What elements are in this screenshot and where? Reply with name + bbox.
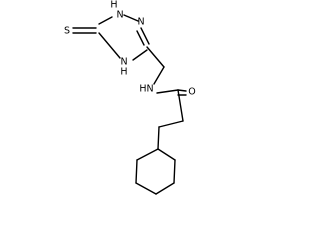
bond-n2-c3-double bbox=[136, 30, 145, 46]
atom-sulfur: S bbox=[64, 26, 70, 37]
molecule-structure: S H N N N H H N O bbox=[62, 0, 196, 195]
atom-oxygen: O bbox=[188, 87, 195, 98]
bond-c-o bbox=[177, 89, 187, 92]
atom-amide-hydrogen: H bbox=[139, 84, 146, 95]
atom-nitrogen-n1: N bbox=[116, 10, 123, 21]
atom-labels: S H N N N H H N O bbox=[62, 0, 196, 98]
bond-ch2-nh bbox=[153, 66, 165, 85]
bond-c3-n4 bbox=[132, 49, 148, 61]
atom-nitrogen-n2: N bbox=[137, 17, 144, 28]
bond-calpha-cbeta bbox=[158, 120, 184, 128]
bond-cy-1-2 bbox=[157, 148, 176, 161]
bond-cy-5-6 bbox=[135, 159, 138, 184]
bond-cbeta-cgamma bbox=[157, 126, 160, 150]
bond-cy-4-5 bbox=[135, 182, 157, 195]
atom-amide-nitrogen: N bbox=[146, 84, 153, 95]
bonds bbox=[72, 14, 187, 195]
bond-c3-ch2 bbox=[146, 46, 165, 68]
bond-c5-n1 bbox=[98, 16, 113, 25]
bond-n1-n2 bbox=[123, 14, 139, 22]
bond-n2-c3 bbox=[140, 27, 150, 45]
bond-nh-carbonyl bbox=[156, 89, 179, 94]
structure-canvas: S H N N N H H N O bbox=[62, 0, 196, 195]
bond-cy-6-1 bbox=[136, 148, 159, 161]
atom-n4-hydrogen: H bbox=[120, 67, 127, 78]
bond-cy-3-4 bbox=[155, 182, 175, 195]
atom-n1-hydrogen: H bbox=[110, 0, 117, 11]
atom-nitrogen-n4: N bbox=[120, 57, 127, 68]
bond-n4-c5 bbox=[98, 32, 121, 59]
bond-c-calpha bbox=[177, 89, 184, 122]
bond-cy-2-3 bbox=[173, 159, 176, 184]
